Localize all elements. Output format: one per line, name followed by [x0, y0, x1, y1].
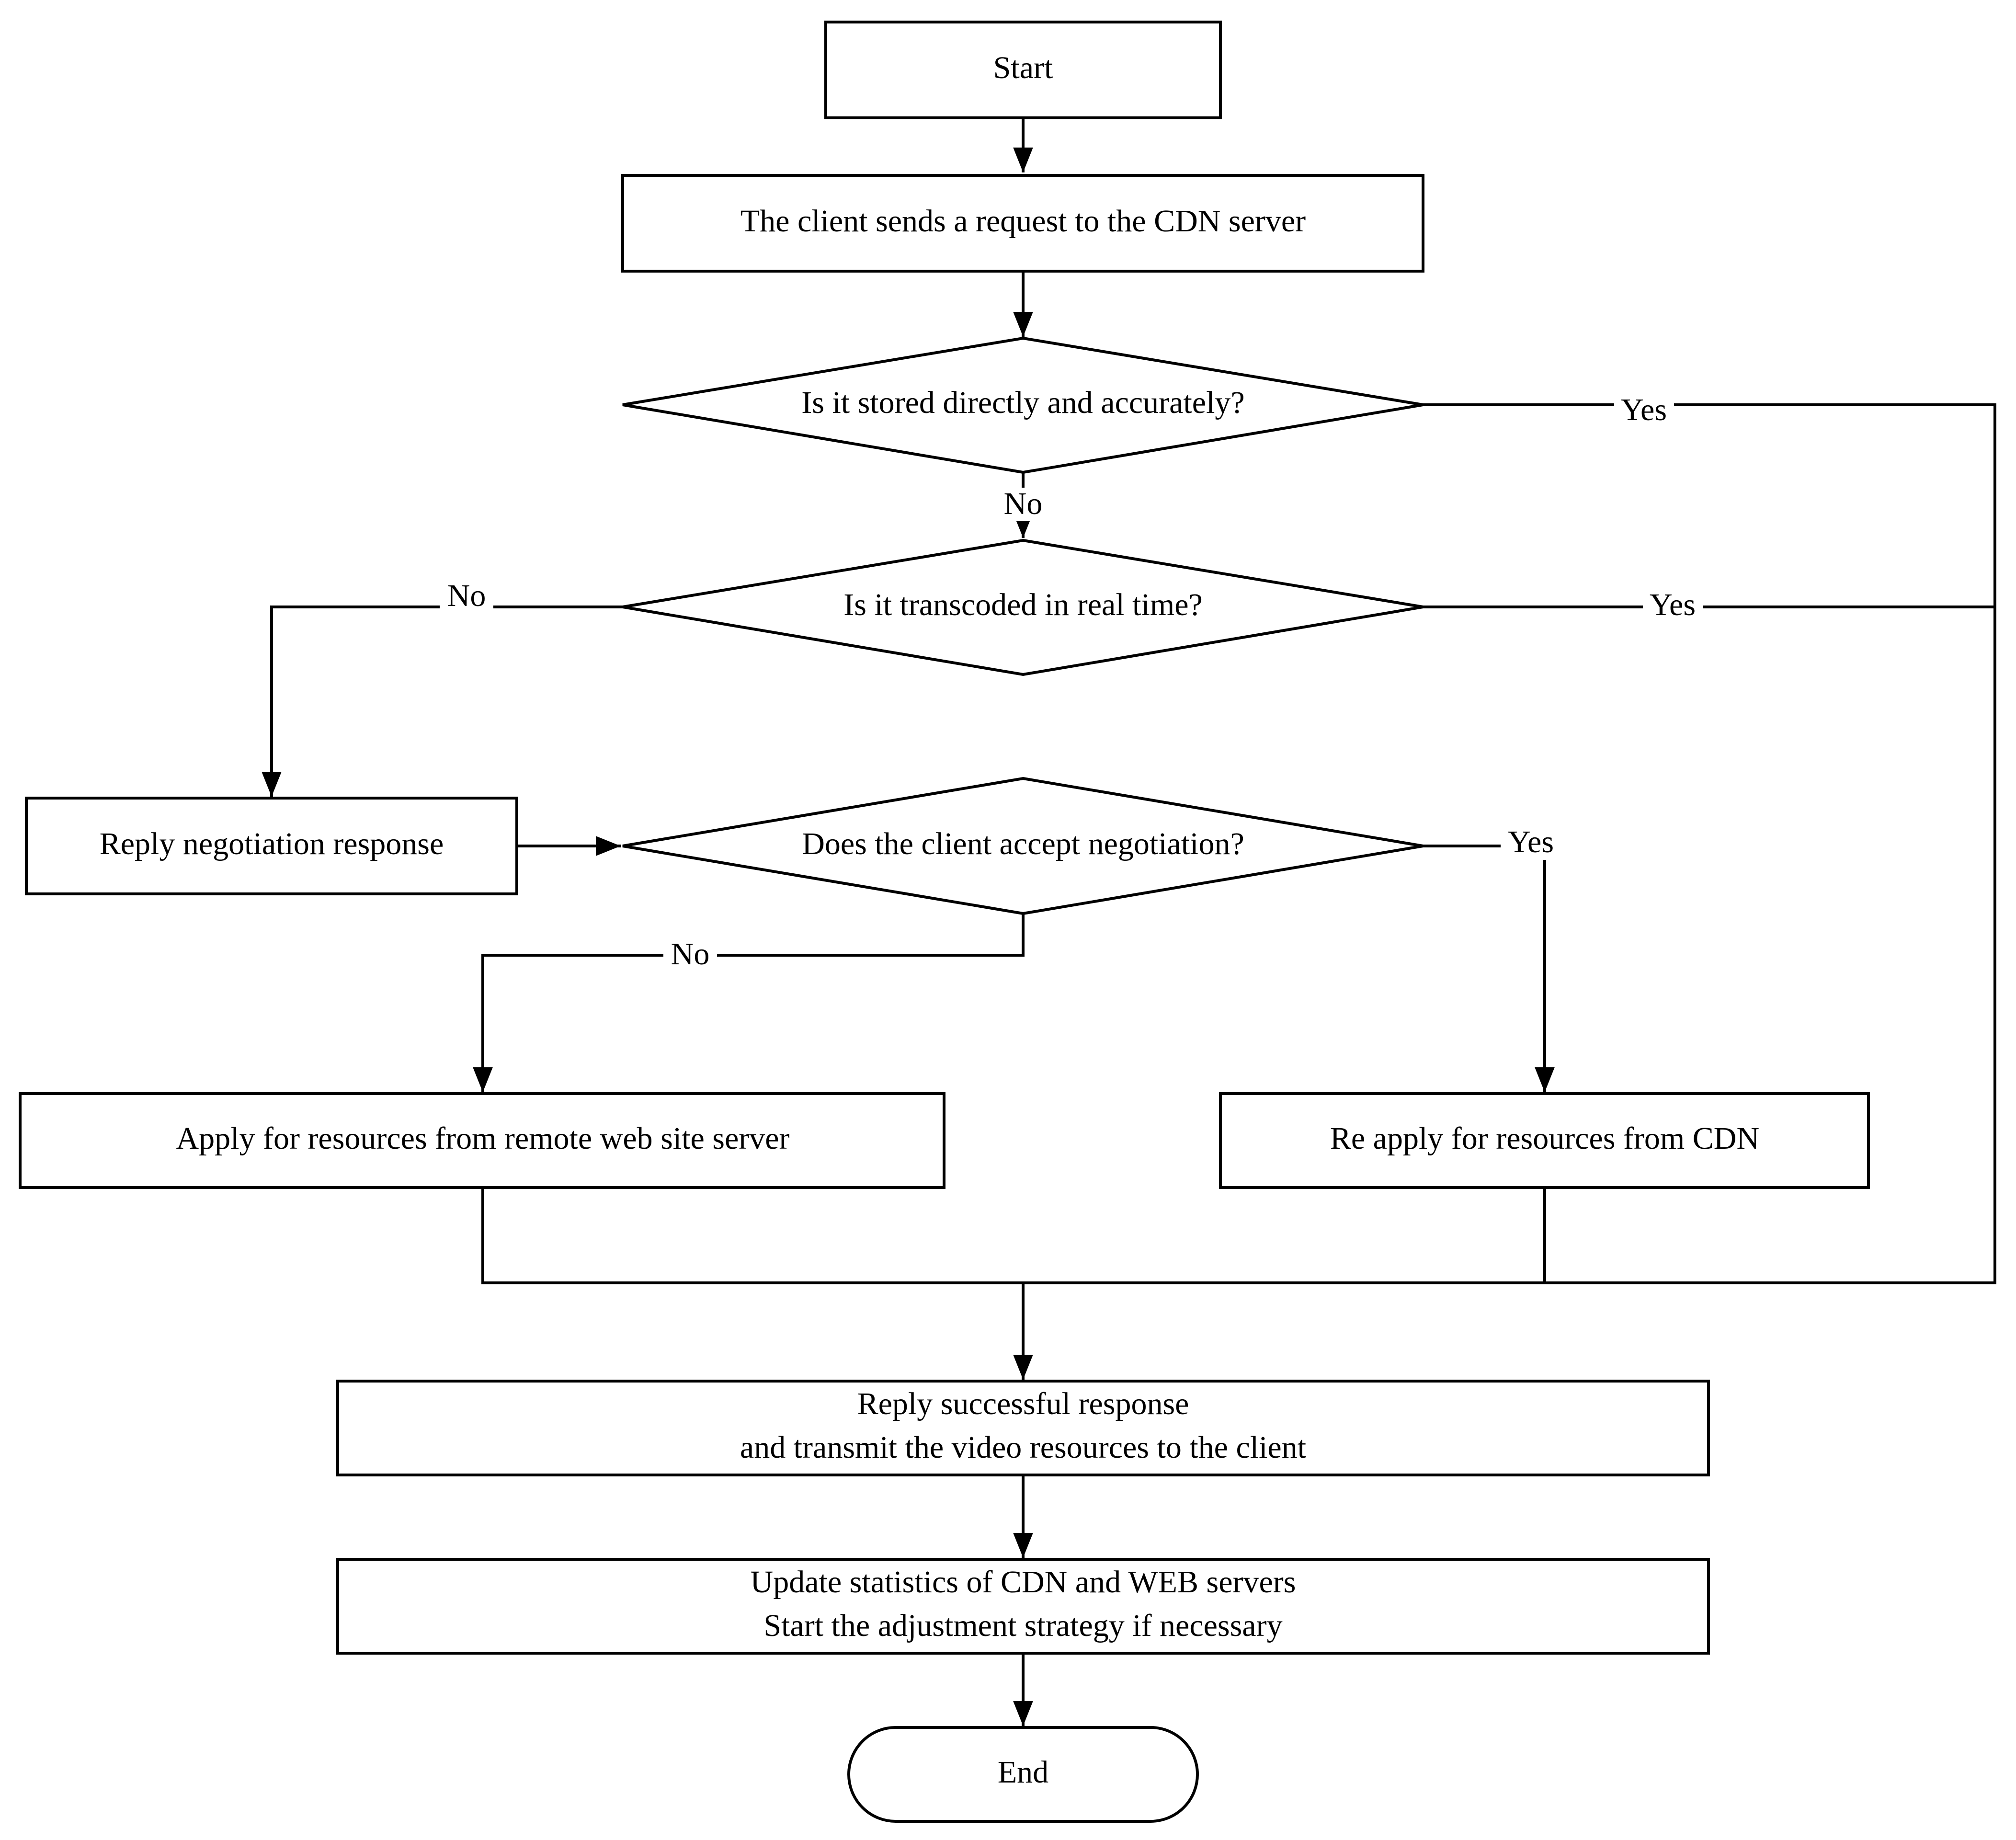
accept-no-label: No: [671, 937, 710, 971]
reply-success-node: Reply successful response and transmit t…: [336, 1380, 1710, 1476]
accept-decision-label: Does the client accept negotiation?: [802, 826, 1244, 861]
stored-yes-edge-label: Yes: [1614, 392, 1674, 427]
transcoded-decision-node: Is it transcoded in real time?: [622, 538, 1424, 676]
accept-yes-label: Yes: [1508, 824, 1554, 859]
send-request-node: The client sends a request to the CDN se…: [621, 174, 1424, 273]
transcoded-no-label: No: [447, 578, 486, 613]
transcoded-yes-edge-label: Yes: [1643, 587, 1703, 622]
edge-stored-yes: [1023, 403, 1996, 1284]
stored-no-label: No: [1004, 486, 1043, 521]
stored-decision-node: Is it stored directly and accurately?: [622, 336, 1424, 474]
stored-no-edge-label: No: [996, 486, 1050, 521]
reply-negotiation-node: Reply negotiation response: [25, 797, 518, 895]
reapply-cdn-node: Re apply for resources from CDN: [1219, 1092, 1870, 1189]
apply-remote-node: Apply for resources from remote web site…: [19, 1092, 945, 1189]
reply-negotiation-label: Reply negotiation response: [100, 826, 444, 861]
send-request-label: The client sends a request to the CDN se…: [740, 204, 1306, 239]
accept-no-edge-label: No: [663, 937, 717, 971]
stored-decision-label: Is it stored directly and accurately?: [801, 385, 1244, 420]
start-node: Start: [824, 21, 1222, 119]
reply-success-label-line2: and transmit the video resources to the …: [740, 1430, 1306, 1465]
end-node: End: [847, 1726, 1199, 1823]
reply-success-label-line1: Reply successful response: [857, 1386, 1189, 1421]
reapply-cdn-label: Re apply for resources from CDN: [1330, 1121, 1759, 1156]
edge-transcoded-no: [262, 606, 623, 797]
edge-labels: Yes No No Yes Yes No: [440, 392, 1703, 971]
accept-yes-edge-label: Yes: [1501, 824, 1560, 860]
update-stats-label-line2: Start the adjustment strategy if necessa…: [763, 1608, 1282, 1643]
accept-decision-node: Does the client accept negotiation?: [622, 777, 1424, 915]
edge-accept-no: [473, 914, 1025, 1092]
edge-accept-yes: [1423, 845, 1555, 1092]
apply-remote-label: Apply for resources from remote web site…: [176, 1121, 789, 1156]
transcoded-yes-label: Yes: [1650, 587, 1696, 622]
transcoded-no-edge-label: No: [440, 578, 493, 613]
edge-remote-to-merge: [481, 1188, 1023, 1284]
edges: [262, 119, 1996, 1726]
update-stats-node: Update statistics of CDN and WEB servers…: [336, 1558, 1710, 1655]
update-stats-label-line1: Update statistics of CDN and WEB servers: [751, 1565, 1296, 1600]
end-label: End: [998, 1755, 1048, 1790]
transcoded-decision-label: Is it transcoded in real time?: [843, 587, 1203, 622]
nodes: Start The client sends a request to the …: [19, 21, 1870, 1823]
stored-yes-label: Yes: [1621, 392, 1667, 427]
start-label: Start: [993, 50, 1053, 85]
